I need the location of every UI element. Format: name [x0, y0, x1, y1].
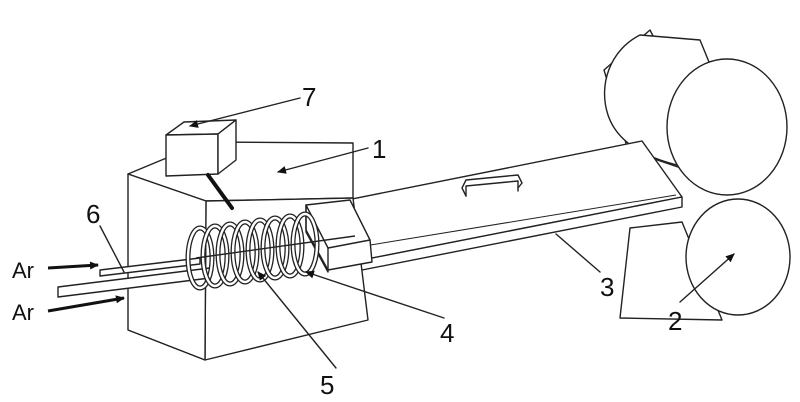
coil-turn-highlight: [231, 220, 259, 284]
leader-1: [277, 147, 369, 174]
coil-turn-highlight: [261, 216, 289, 280]
plate: [311, 140, 683, 273]
coil-rod: [195, 235, 356, 259]
label-ar-top: Ar: [12, 258, 34, 283]
label-7: 7: [302, 82, 316, 112]
label-2: 2: [668, 306, 682, 336]
leader-3: [555, 233, 601, 273]
device-block: [165, 119, 237, 210]
plate-channel: [305, 199, 373, 273]
leader-5: [257, 271, 337, 369]
gas-arrow-top: [47, 261, 99, 270]
label-3: 3: [600, 272, 614, 302]
device-rod: [206, 173, 234, 210]
label-ar-bottom: Ar: [12, 300, 34, 325]
bottom-roller: [619, 198, 791, 321]
leader-2: [679, 253, 735, 303]
coil-turn-highlight: [201, 224, 229, 288]
leader-6: [99, 225, 125, 273]
labels: 7 1 6 Ar Ar 3 4 5 2: [12, 82, 682, 400]
label-6: 6: [86, 199, 100, 229]
label-1: 1: [372, 134, 386, 164]
coil: [185, 211, 320, 291]
label-4: 4: [440, 318, 454, 348]
gas-arrow-bottom: [47, 295, 125, 313]
leader-4: [305, 270, 445, 319]
coil-turn-highlight: [216, 222, 244, 286]
label-5: 5: [320, 370, 334, 400]
leaders: [47, 97, 735, 369]
coil-turn-highlight: [186, 226, 214, 290]
leader-7: [189, 97, 301, 128]
